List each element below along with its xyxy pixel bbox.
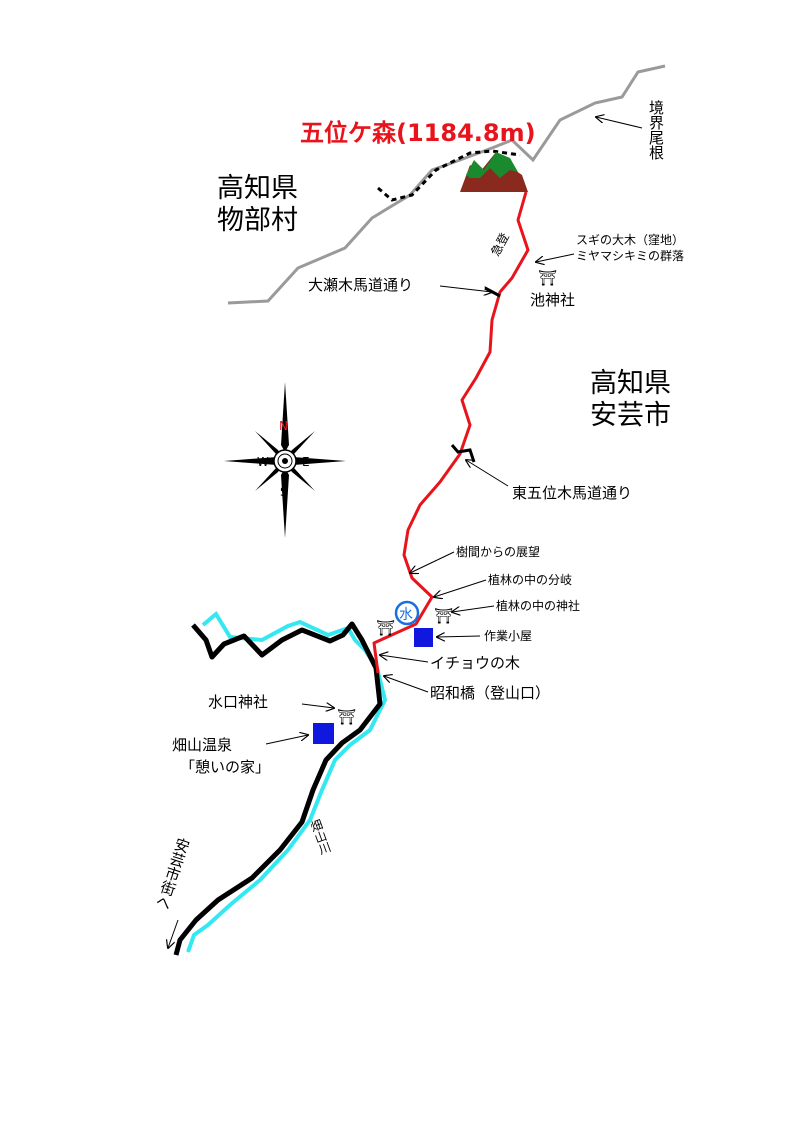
compass-e: E (302, 455, 310, 469)
label-fork: 植林の中の分岐 (488, 572, 572, 587)
summit-mountain-icon (460, 152, 528, 192)
torii-forest: ⛩ (434, 607, 453, 625)
label-ginkgo: イチョウの木 (430, 654, 520, 672)
region-monobe-line1: 高知県 (217, 173, 298, 204)
label-ike-shrine: 池神社 (530, 291, 575, 309)
river (186, 610, 388, 953)
compass-w: W (257, 455, 269, 469)
water-source-label: 水 (399, 607, 413, 623)
water-source-icon (394, 600, 420, 626)
region-aki-line2: 安芸市 (590, 400, 671, 431)
label-onsen-line2: 「憩いの家」 (180, 758, 270, 776)
onsen-marker (313, 723, 334, 744)
label-oose: 大瀬木馬道通り (308, 276, 413, 294)
compass-s: S (280, 485, 288, 499)
torii-trailhead: ⛩ (376, 619, 395, 637)
label-sugi: スギの大木（窪地） (576, 232, 684, 247)
label-shrine-forest: 植林の中の神社 (496, 598, 580, 613)
road (173, 621, 383, 956)
map-title: 五位ケ森(1184.8m) (300, 119, 536, 147)
summit-dotted-trail (377, 149, 521, 202)
label-hut: 作業小屋 (484, 629, 532, 643)
label-river: 畑山川 (307, 817, 333, 856)
torii-ike: ⛩ (538, 269, 557, 287)
region-aki-line1: 高知県 (590, 368, 671, 399)
oose-branch-trail (484, 286, 501, 298)
region-monobe-line2: 物部村 (217, 205, 298, 236)
boundary-ridge-label: 境界尾根 (647, 99, 665, 160)
label-view: 樹間からの展望 (456, 545, 540, 559)
label-onsen-line1: 畑山温泉 (172, 736, 232, 754)
label-kyuto: 急登 (487, 230, 512, 258)
label-miyama: ミヤマシキミの群落 (576, 249, 684, 263)
work-hut-marker (414, 628, 433, 647)
label-to-aki: 安芸市街へ (152, 835, 192, 912)
label-mizuguchi: 水口神社 (208, 693, 268, 711)
higashi-branch-trail (450, 444, 476, 463)
label-bridge: 昭和橋（登山口） (430, 684, 550, 702)
torii-mizuguchi: ⛩ (337, 708, 356, 726)
compass-rose (224, 382, 346, 538)
hiking-route (372, 191, 530, 674)
boundary-ridge-line (227, 64, 666, 305)
label-higashi: 東五位木馬道通り (512, 484, 632, 502)
compass-n: N (279, 419, 288, 433)
